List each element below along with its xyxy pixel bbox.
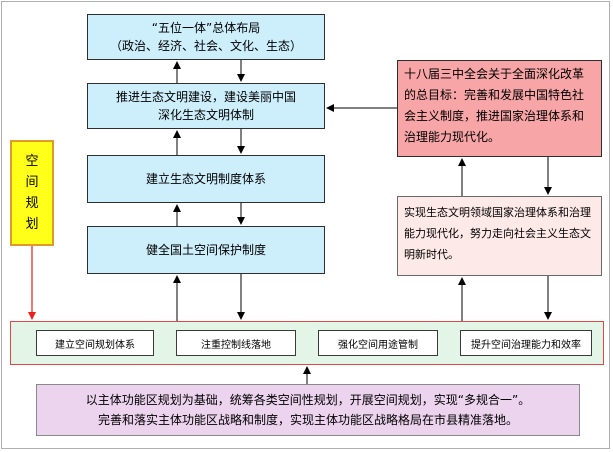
eco-civilization-line2: 深化生态文明体制	[157, 108, 254, 122]
action-label: 提升空间治理能力和效率	[471, 339, 581, 351]
spatial-planning-char: 规	[25, 196, 39, 211]
spatial-planning-char: 间	[25, 175, 39, 190]
implementation-line1: 以主体功能区规划为基础，统筹各类空间性规划，开展空间规划，实现“多规合一”。	[85, 393, 531, 407]
layout-title-line1: “五位一体”总体布局	[151, 21, 261, 35]
spatial-planning-char: 空	[25, 154, 39, 169]
reform-goal-text: 十八届三中全会关于全面深化改革的总目标：完善和发展中国特色社会主义制度，推进国家…	[404, 67, 585, 144]
spatial-planning-box: 空 间 规 划	[10, 140, 54, 246]
action-label: 建立空间规划体系	[55, 339, 135, 351]
action-box: 建立空间规划体系	[36, 330, 154, 356]
governance-modernization-text: 实现生态文明领域国家治理体系和治理能力现代化，努力走向社会主义生态文明新时代。	[404, 206, 591, 261]
action-label: 强化空间用途管制	[338, 339, 418, 351]
land-protection-box: 健全国土空间保护制度	[87, 226, 325, 274]
implementation-box: 以主体功能区规划为基础，统筹各类空间性规划，开展空间规划，实现“多规合一”。 完…	[36, 384, 580, 436]
eco-civilization-line1: 推进生态文明建设，建设美丽中国	[115, 90, 296, 104]
implementation-line2: 完善和落实主体功能区战略和制度，实现主体功能区战略格局在市县精准落地。	[97, 413, 518, 427]
action-label: 注重控制线落地	[201, 339, 271, 351]
eco-system-label: 建立生态文明制度体系	[145, 172, 266, 186]
spatial-planning-char: 划	[25, 217, 39, 232]
land-protection-label: 健全国土空间保护制度	[145, 243, 266, 257]
action-box: 提升空间治理能力和效率	[460, 330, 592, 356]
layout-title-line2: （政治、经济、社会、文化、生态）	[109, 39, 302, 53]
five-in-one-layout-box: “五位一体”总体布局 （政治、经济、社会、文化、生态）	[87, 14, 325, 60]
governance-modernization-box: 实现生态文明领域国家治理体系和治理能力现代化，努力走向社会主义生态文明新时代。	[397, 196, 602, 276]
eco-system-box: 建立生态文明制度体系	[87, 155, 325, 203]
action-box: 强化空间用途管制	[318, 330, 438, 356]
reform-goal-box: 十八届三中全会关于全面深化改革的总目标：完善和发展中国特色社会主义制度，推进国家…	[397, 60, 602, 157]
action-box: 注重控制线落地	[176, 330, 296, 356]
action-band: 建立空间规划体系 注重控制线落地 强化空间用途管制 提升空间治理能力和效率	[10, 321, 604, 365]
eco-civilization-box: 推进生态文明建设，建设美丽中国 深化生态文明体制	[87, 83, 325, 129]
